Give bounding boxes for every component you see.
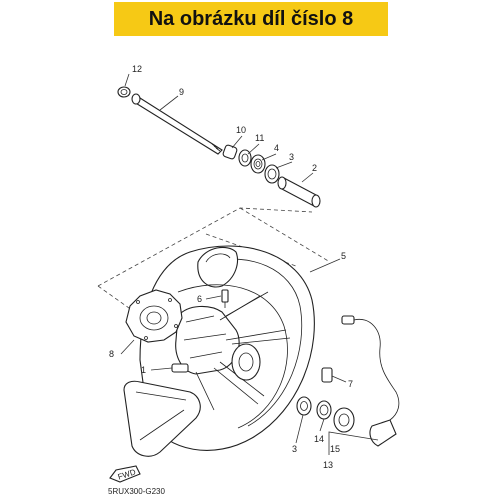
- part-6-valve: [221, 289, 229, 308]
- callout-2: 2: [312, 163, 317, 173]
- part-7-speed-sensor: [321, 315, 400, 421]
- callout-11: 11: [255, 133, 264, 143]
- part-10-collar: [222, 144, 238, 160]
- callout-8: 8: [109, 349, 114, 359]
- callout-14: 14: [314, 434, 324, 444]
- leader-lines: [120, 73, 379, 455]
- callout-6: 6: [197, 294, 202, 304]
- tire-cross-section: [123, 380, 201, 457]
- callout-3-upper: 3: [289, 152, 294, 162]
- part-3-bearing-upper: [264, 164, 280, 184]
- part-4-bearing: [250, 154, 266, 174]
- part-1-bolt: [171, 363, 189, 373]
- part-15-gear-unit: [333, 407, 355, 433]
- axle-assembly: [117, 86, 321, 208]
- part-13-meter-gear-assy: [369, 419, 397, 447]
- callout-7: 7: [348, 379, 353, 389]
- part-3-bearing-lower: [296, 396, 312, 416]
- callout-5: 5: [341, 251, 346, 261]
- banner-text: Na obrázku díl číslo 8: [148, 7, 354, 30]
- fwd-arrow-icon: FWD: [109, 465, 141, 483]
- diagram-code: 5RUX300-G230: [108, 487, 165, 496]
- callout-13: 13: [323, 460, 333, 470]
- part-14-oil-seal: [316, 400, 332, 420]
- callout-1: 1: [141, 365, 146, 375]
- callout-labels: 12 9 10 11 4 3 2 5 6 1 8 7 3 14 15 13: [109, 64, 353, 470]
- highlight-banner: Na obrázku díl číslo 8: [114, 2, 388, 36]
- part-2-spacer: [277, 176, 321, 208]
- callout-4: 4: [274, 143, 279, 153]
- part-9-wheel-axle: [131, 93, 223, 155]
- part-8-brake-disc: [125, 289, 183, 343]
- callout-3-lower: 3: [292, 444, 297, 454]
- callout-15: 15: [330, 444, 340, 454]
- callout-10: 10: [236, 125, 246, 135]
- callout-12: 12: [132, 64, 142, 74]
- part-12-axle-nut: [117, 86, 131, 98]
- callout-9: 9: [179, 87, 184, 97]
